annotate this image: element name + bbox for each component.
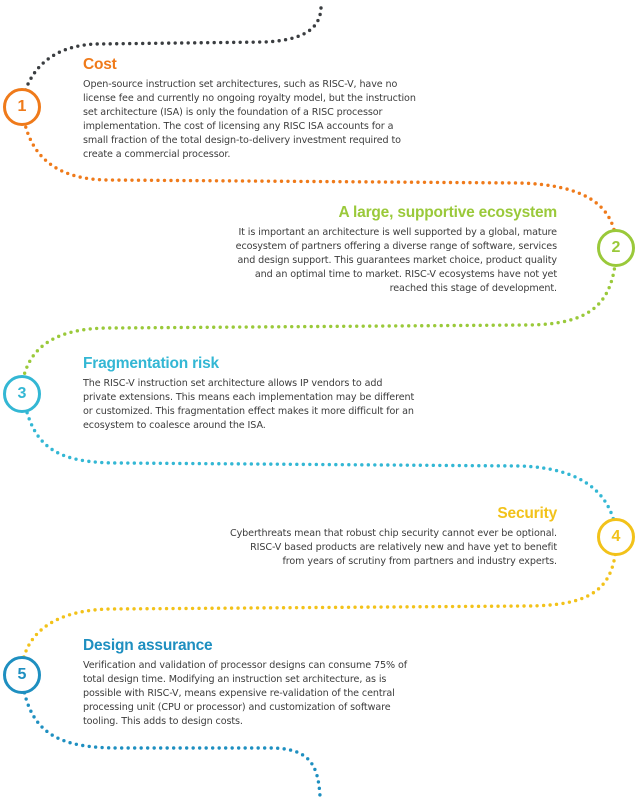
step-4-block: Security Cyberthreats mean that robust c… — [227, 505, 557, 569]
path-segment-3-4 — [22, 398, 618, 532]
path-segment-4-5 — [20, 546, 618, 667]
step-3-text: The RISC-V instruction set architecture … — [83, 378, 415, 431]
step-2-number: 2 — [611, 239, 621, 256]
step-2-number-circle: 2 — [597, 229, 635, 267]
step-3-block: Fragmentation risk The RISC-V instructio… — [83, 355, 418, 433]
step-1-number: 1 — [17, 98, 27, 115]
step-5-block: Design assurance Verification and valida… — [83, 637, 418, 729]
step-2-title: A large, supportive ecosystem — [338, 204, 558, 221]
step-4-text: Cyberthreats mean that robust chip secur… — [229, 528, 557, 567]
step-1-number-circle: 1 — [3, 88, 41, 126]
step-4-number-circle: 4 — [597, 518, 635, 556]
step-5-number: 5 — [17, 666, 27, 683]
step-3-number: 3 — [17, 385, 27, 402]
path-segment-1-2 — [20, 106, 618, 242]
step-4-number: 4 — [611, 528, 621, 545]
step-1-block: Cost Open-source instruction set archite… — [83, 56, 418, 162]
step-3-number-circle: 3 — [3, 375, 41, 413]
step-5-text: Verification and validation of processor… — [83, 660, 408, 727]
path-segment-2-3 — [20, 254, 618, 387]
step-5-title: Design assurance — [83, 637, 213, 654]
step-2-block: A large, supportive ecosystem It is impo… — [227, 204, 558, 296]
path-segment-end — [20, 678, 322, 798]
step-3-title: Fragmentation risk — [83, 355, 219, 372]
step-2-text: It is important an architecture is well … — [235, 227, 557, 294]
step-5-number-circle: 5 — [3, 656, 41, 694]
step-1-text: Open-source instruction set architecture… — [83, 79, 416, 160]
step-4-title: Security — [497, 505, 557, 522]
path-segment-start — [20, 6, 323, 104]
step-1-title: Cost — [83, 56, 117, 73]
